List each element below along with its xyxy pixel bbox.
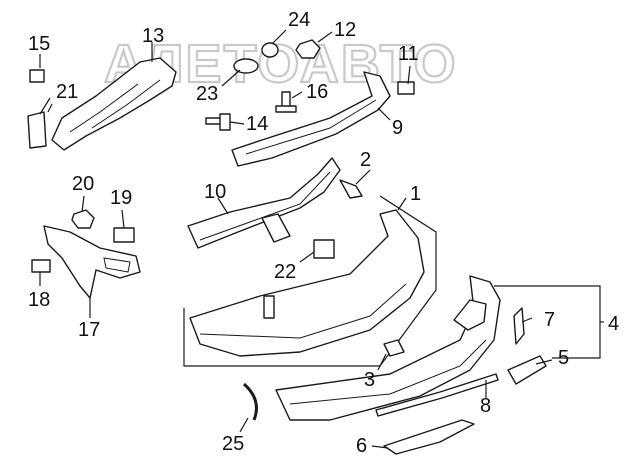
part-14-bolt: [205, 113, 231, 131]
part-25-trim: [242, 382, 258, 421]
callout-20: 20: [72, 173, 94, 195]
callout-25: 25: [222, 433, 244, 455]
callout-23: 23: [196, 83, 218, 105]
callout-11: 11: [398, 43, 419, 65]
callout-12: 12: [334, 19, 356, 41]
part-21-clip: [27, 111, 47, 149]
callout-13: 13: [142, 25, 164, 47]
callout-3: 3: [364, 369, 375, 391]
callout-19: 19: [110, 187, 132, 209]
callout-2: 2: [360, 149, 371, 171]
callout-17: 17: [78, 319, 100, 341]
part-1-bumper-cover: [183, 195, 437, 367]
part-7-trim: [513, 307, 525, 345]
part-6-deflector: [383, 419, 475, 455]
callout-7: 7: [544, 309, 555, 331]
callout-1: 1: [410, 183, 421, 205]
callout-18: 18: [28, 289, 50, 311]
part-11-bolt: [397, 81, 415, 95]
callout-5: 5: [558, 347, 569, 369]
callout-8: 8: [480, 395, 491, 417]
part-12-nut: [295, 39, 321, 59]
part-2-bracket: [339, 179, 363, 199]
callout-14: 14: [246, 113, 268, 135]
part-17-side-bracket: [43, 225, 141, 299]
callout-labels: 1 2 3 4 5 6 7 8 9 10 11 12 13 14 15 16 1…: [28, 9, 619, 457]
part-19-clip: [113, 227, 135, 243]
callout-9: 9: [392, 117, 403, 139]
part-13-bumper-bracket: [51, 57, 177, 151]
callout-24: 24: [288, 9, 310, 31]
callout-22: 22: [274, 261, 296, 283]
callout-16: 16: [306, 81, 328, 103]
callout-6: 6: [356, 435, 367, 457]
part-10-tow-bar: [187, 157, 341, 249]
part-16-bolt: [275, 91, 297, 113]
part-18-bolt: [31, 259, 51, 273]
callout-10: 10: [204, 181, 226, 203]
part-23-clip: [233, 58, 259, 74]
part-22-block: [313, 239, 335, 259]
part-lower-bumper: [275, 275, 501, 421]
callout-21: 21: [56, 81, 78, 103]
part-9-reinforcement: [231, 71, 391, 167]
leader-lines: [39, 29, 553, 449]
part-24-clip: [261, 42, 279, 58]
part-15-nut: [29, 69, 45, 83]
part-5-reflector: [507, 355, 547, 385]
part-20-nut: [71, 209, 95, 229]
part-3-clip: [383, 339, 405, 357]
callout-15: 15: [28, 33, 50, 55]
part-8-strip: [375, 373, 499, 417]
callout-4: 4: [608, 313, 619, 335]
